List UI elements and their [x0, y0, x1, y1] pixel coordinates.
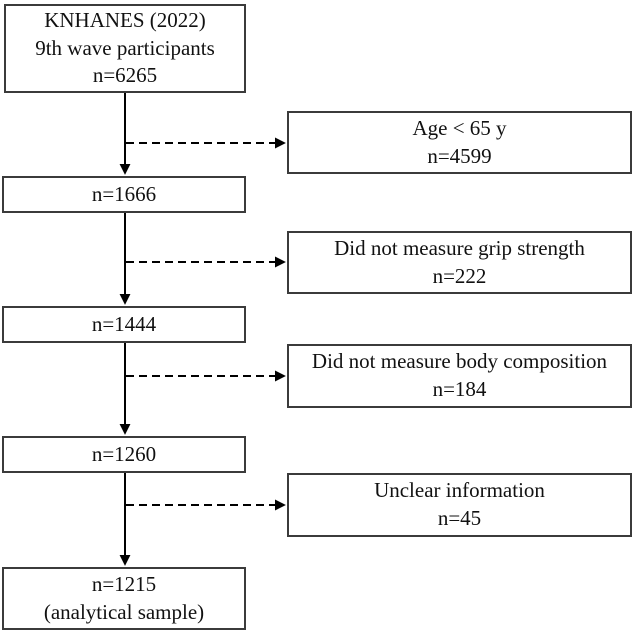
- box-line: n=6265: [92, 63, 158, 88]
- box-line: 9th wave participants: [35, 35, 215, 60]
- box-analytical-sample: n=1215 (analytical sample): [2, 567, 246, 630]
- box-after-body-composition-exclusion: n=1260: [2, 436, 246, 473]
- box-exclusion-grip-strength: Did not measure grip strength n=222: [287, 231, 632, 294]
- box-after-age-exclusion: n=1666: [2, 176, 246, 213]
- box-line: Did not measure grip strength: [334, 235, 585, 260]
- box-line: n=1215: [91, 571, 157, 596]
- box-after-grip-exclusion: n=1444: [2, 306, 246, 343]
- box-line: KNHANES (2022): [44, 7, 206, 32]
- box-exclusion-unclear-information: Unclear information n=45: [287, 473, 632, 537]
- box-line: n=184: [432, 377, 487, 401]
- box-exclusion-body-composition: Did not measure body composition n=184: [287, 344, 632, 408]
- box-line: n=4599: [427, 143, 492, 168]
- box-exclusion-age: Age < 65 y n=4599: [287, 111, 632, 174]
- box-line: Unclear information: [374, 478, 545, 503]
- box-line: n=1444: [91, 311, 157, 336]
- box-line: n=1666: [91, 181, 157, 206]
- box-line: (analytical sample): [43, 599, 205, 624]
- box-initial-participants: KNHANES (2022) 9th wave participants n=6…: [4, 4, 246, 93]
- box-line: n=45: [437, 506, 482, 530]
- box-line: n=1260: [91, 441, 157, 466]
- box-line: Did not measure body composition: [311, 349, 608, 374]
- box-line: Age < 65 y: [412, 115, 507, 140]
- box-line: n=222: [432, 263, 487, 288]
